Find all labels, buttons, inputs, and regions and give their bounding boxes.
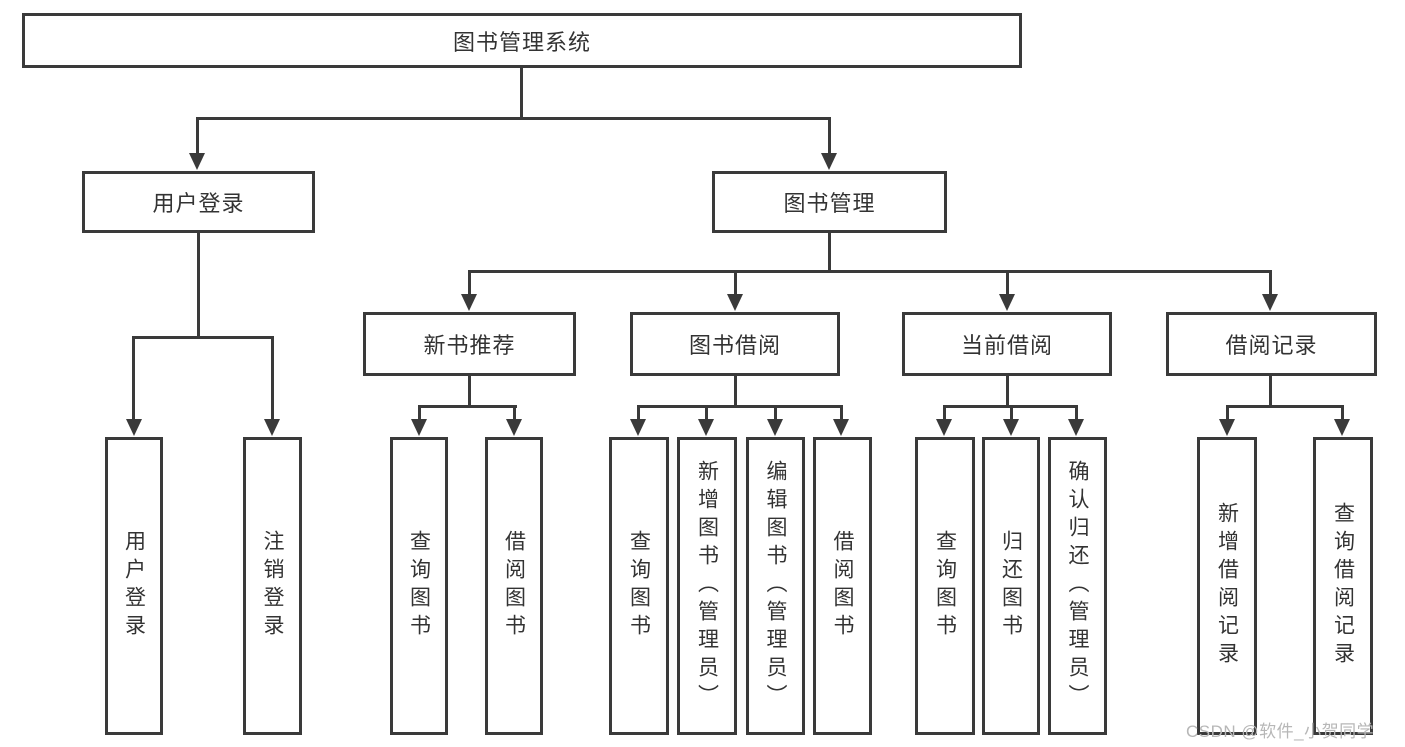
arrowhead-down-icon [1068,419,1084,436]
arrowhead-down-icon [999,294,1015,311]
connector-vline [840,405,843,421]
arrowhead-down-icon [698,419,714,436]
connector-vline [132,336,135,420]
arrowhead-down-icon [630,419,646,436]
connector-vline [774,405,777,421]
leaf-user-login: 用户登录 [105,437,163,735]
leaf-add-book-admin: 新增图书（管理员） [677,437,737,735]
arrowhead-down-icon [1262,294,1278,311]
arrowhead-down-icon [264,419,280,436]
arrowhead-down-icon [833,419,849,436]
leaf-borrow-book: 借阅图书 [813,437,872,735]
connector-vline [468,376,471,408]
leaf-logout: 注销登录 [243,437,302,735]
arrowhead-down-icon [1219,419,1235,436]
connector-hline [637,405,843,408]
connector-vline [828,233,831,273]
node-book-management: 图书管理 [712,171,947,233]
node-book-borrow: 图书借阅 [630,312,840,376]
connector-vline [1006,376,1009,408]
connector-vline [1075,405,1078,421]
arrowhead-down-icon [461,294,477,311]
connector-vline [943,405,946,421]
node-user-login: 用户登录 [82,171,315,233]
connector-vline [418,405,421,421]
connector-vline [705,405,708,421]
node-current-borrow: 当前借阅 [902,312,1112,376]
arrowhead-down-icon [189,153,205,170]
connector-vline [520,68,523,119]
node-borrow-record: 借阅记录 [1166,312,1377,376]
leaf-edit-book-admin: 编辑图书（管理员） [746,437,805,735]
connector-vline [271,336,274,420]
arrowhead-down-icon [506,419,522,436]
leaf-recommend-borrow-book: 借阅图书 [485,437,543,735]
connector-vline [513,405,516,421]
leaf-query-borrow-record: 查询借阅记录 [1313,437,1373,735]
connector-hline [468,270,1272,273]
connector-vline [468,270,471,296]
connector-vline [637,405,640,421]
connector-vline [734,270,737,296]
connector-vline [1010,405,1013,421]
connector-hline [418,405,517,408]
arrowhead-down-icon [1003,419,1019,436]
connector-hline [132,336,274,339]
connector-vline [197,233,200,338]
connector-vline [734,376,737,408]
connector-vline [828,117,831,155]
csdn-watermark: CSDN @软件_小贺同学 [1186,722,1375,741]
connector-vline [196,117,199,155]
arrowhead-down-icon [411,419,427,436]
leaf-add-borrow-record: 新增借阅记录 [1197,437,1257,735]
arrowhead-down-icon [936,419,952,436]
arrowhead-down-icon [821,153,837,170]
leaf-recommend-query-book: 查询图书 [390,437,448,735]
node-new-book-recommend: 新书推荐 [363,312,576,376]
connector-vline [1226,405,1229,421]
arrowhead-down-icon [1334,419,1350,436]
connector-hline [196,117,830,120]
arrowhead-down-icon [727,294,743,311]
connector-hline [1226,405,1344,408]
node-root: 图书管理系统 [22,13,1022,68]
leaf-return-book: 归还图书 [982,437,1040,735]
leaf-confirm-return-admin: 确认归还（管理员） [1048,437,1107,735]
connector-vline [1006,270,1009,296]
connector-vline [1269,376,1272,408]
arrowhead-down-icon [767,419,783,436]
connector-vline [1269,270,1272,296]
connector-vline [1341,405,1344,421]
leaf-borrow-query-book: 查询图书 [609,437,669,735]
leaf-current-query-book: 查询图书 [915,437,975,735]
arrowhead-down-icon [126,419,142,436]
